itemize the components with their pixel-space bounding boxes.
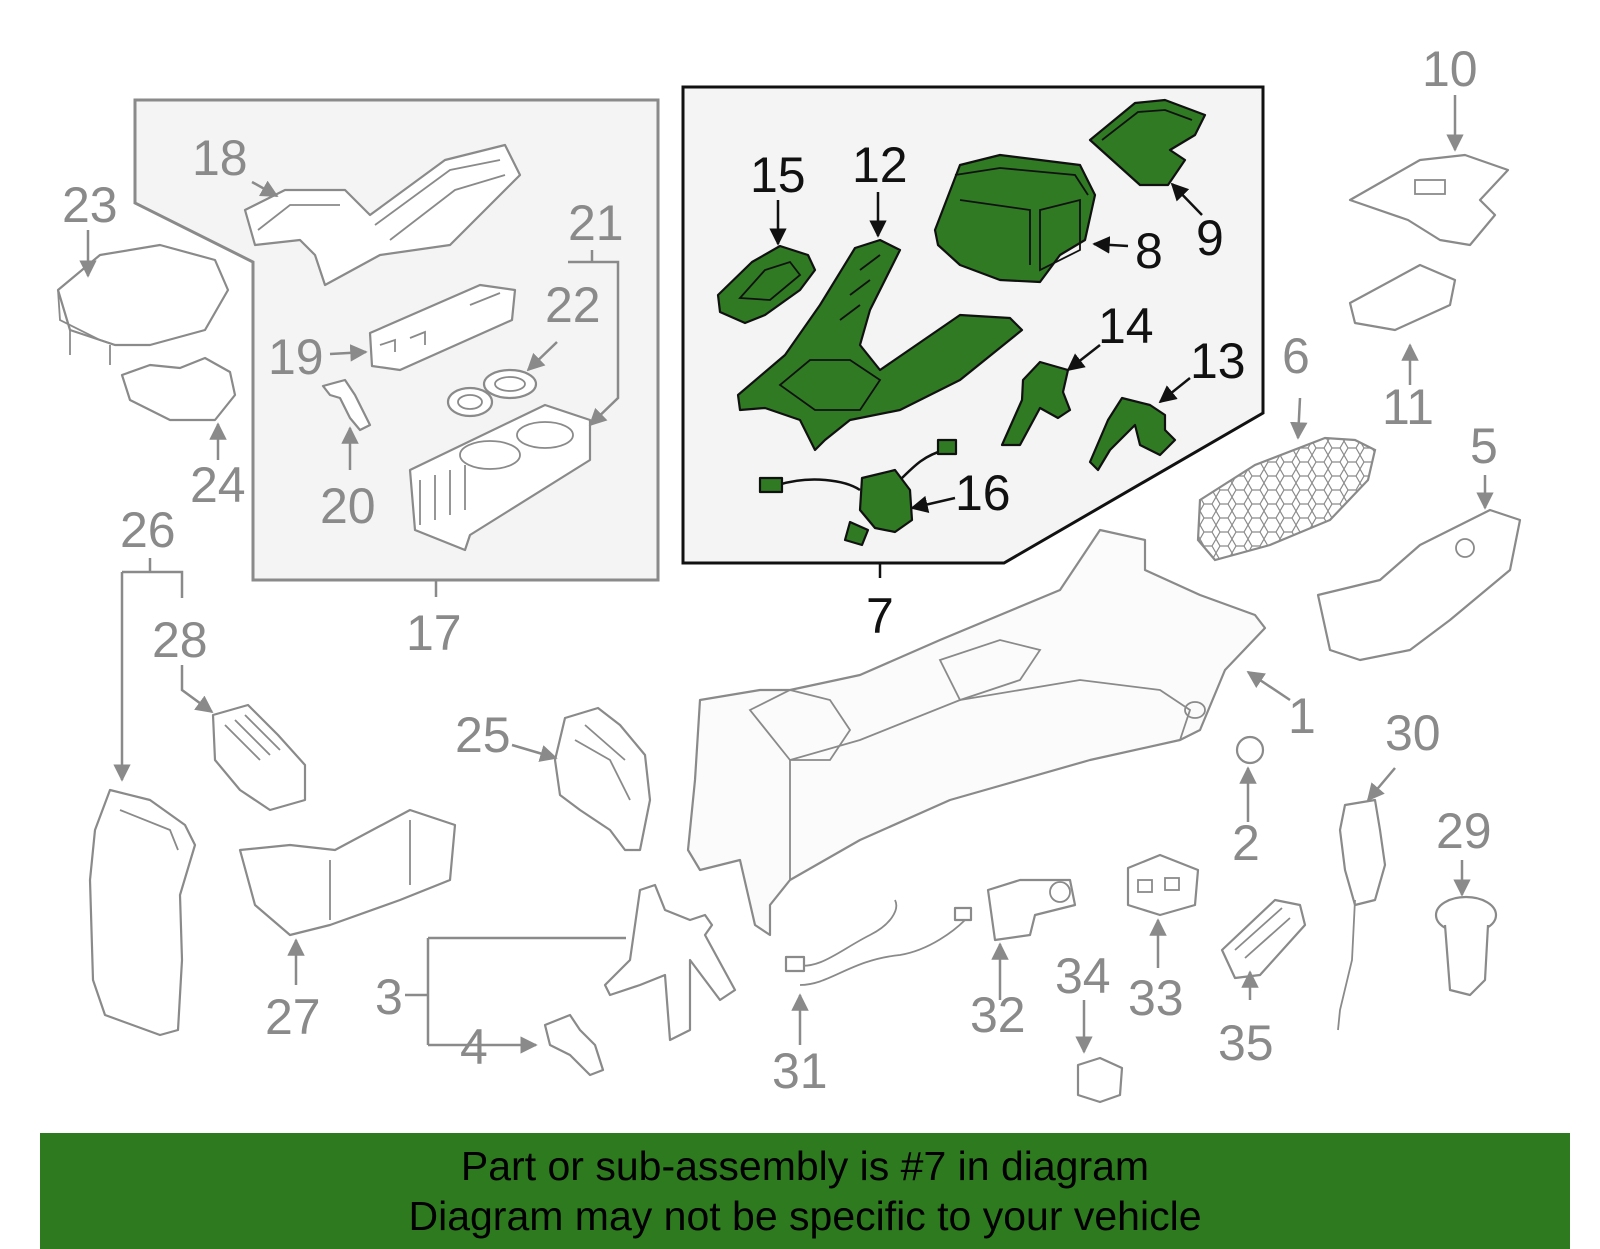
part-26-side-trim[interactable]	[88, 788, 197, 1037]
callout-11: 11	[1382, 379, 1434, 435]
part-19-switch-panel[interactable]	[368, 283, 517, 372]
part-20-bracket[interactable]	[321, 378, 372, 432]
callout-31: 31	[772, 1043, 828, 1099]
callout-15: 15	[750, 147, 806, 203]
part-6-mesh-panel[interactable]	[1196, 436, 1377, 562]
part-33-switch[interactable]	[1126, 853, 1200, 917]
part-25-duct-bracket[interactable]	[553, 706, 652, 852]
callout-16: 16	[955, 465, 1011, 521]
callout-35: 35	[1218, 1015, 1274, 1071]
part-3-bracket-stand[interactable]	[603, 883, 737, 1042]
callout-29: 29	[1436, 803, 1492, 859]
callout-34: 34	[1055, 948, 1111, 1004]
part-13-bracket[interactable]	[1088, 396, 1177, 472]
callout-14: 14	[1098, 298, 1154, 354]
info-banner: Part or sub-assembly is #7 in diagram Di…	[40, 1133, 1570, 1249]
part-21-cup-holder[interactable]	[408, 403, 592, 552]
callout-4: 4	[460, 1019, 488, 1075]
part-4-small-bracket[interactable]	[543, 1013, 605, 1077]
callout-2: 2	[1232, 815, 1260, 871]
part-31-wiring[interactable]	[784, 899, 973, 986]
callout-21: 21	[568, 195, 624, 251]
callout-33: 33	[1128, 970, 1184, 1026]
part-23-armrest-lid[interactable]	[56, 243, 230, 365]
part-14-bracket[interactable]	[1000, 360, 1072, 447]
callout-1: 1	[1288, 688, 1316, 744]
part-9-bin-mat[interactable]	[1088, 98, 1207, 187]
callout-26: 26	[120, 502, 176, 558]
part-15-boot-trim[interactable]	[716, 244, 817, 325]
part-5-side-panel[interactable]	[1316, 508, 1522, 662]
callout-27: 27	[265, 989, 321, 1045]
callout-3: 3	[375, 969, 403, 1025]
part-22-cup-ring[interactable]	[446, 368, 538, 418]
leaders	[79, 95, 1494, 1052]
part-34-switch-block[interactable]	[1076, 1056, 1124, 1104]
banner-line-1: Part or sub-assembly is #7 in diagram	[460, 1143, 1150, 1189]
part-11-module[interactable]	[1348, 263, 1457, 332]
part-27-rear-duct[interactable]	[238, 808, 457, 937]
callout-20: 20	[320, 478, 376, 534]
callout-18: 18	[192, 130, 248, 186]
callout-24: 24	[190, 457, 246, 513]
callout-30: 30	[1385, 705, 1441, 761]
part-35-switch-assembly[interactable]	[1220, 898, 1307, 980]
part-28-air-vent[interactable]	[211, 703, 307, 812]
part-1-main-console[interactable]	[686, 528, 1267, 937]
callout-22: 22	[545, 277, 601, 333]
callouts: 1 2 3 4 5 6 7 8 9 10 11 12 13 14 15 16 1…	[62, 41, 1498, 1099]
part-10-mat[interactable]	[1348, 153, 1510, 247]
part-29-power-outlet[interactable]	[1434, 895, 1498, 997]
callout-19: 19	[268, 329, 324, 385]
callout-5: 5	[1470, 418, 1498, 474]
part-12-center-panel[interactable]	[736, 238, 1024, 452]
part-16-wiring-harness[interactable]	[758, 438, 958, 547]
banner-line-2: Diagram may not be specific to your vehi…	[408, 1193, 1202, 1239]
callout-10: 10	[1422, 41, 1478, 97]
callout-13: 13	[1190, 333, 1246, 389]
part-30-socket[interactable]	[1337, 798, 1387, 1031]
callout-7: 7	[866, 588, 894, 644]
part-18-console-top-trim[interactable]	[243, 143, 522, 287]
callout-28: 28	[152, 612, 208, 668]
callout-8: 8	[1135, 223, 1163, 279]
callout-23: 23	[62, 177, 118, 233]
callout-12: 12	[852, 137, 908, 193]
callout-25: 25	[455, 707, 511, 763]
callout-9: 9	[1196, 210, 1224, 266]
callout-6: 6	[1282, 328, 1310, 384]
part-8-storage-bin[interactable]	[933, 153, 1097, 284]
part-2-grommet[interactable]	[1235, 735, 1265, 765]
part-32-usb-jack[interactable]	[986, 878, 1077, 942]
callout-17: 17	[406, 605, 462, 661]
callout-32: 32	[970, 987, 1026, 1043]
part-24-armrest-pad[interactable]	[120, 356, 237, 422]
